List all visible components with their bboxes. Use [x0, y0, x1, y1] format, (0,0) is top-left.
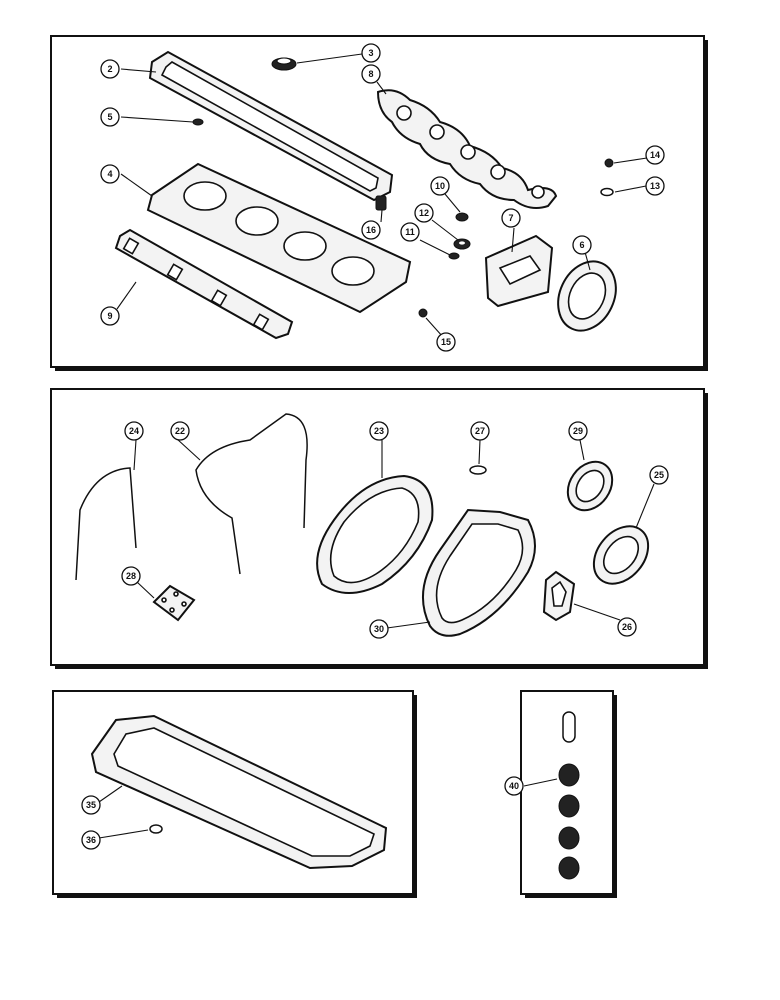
leader-lines — [98, 53, 655, 839]
callout-16-label: 16 — [366, 225, 376, 235]
callout-9: 9 — [100, 306, 120, 326]
callout-14: 14 — [645, 145, 665, 165]
callout-3-label: 3 — [368, 48, 373, 58]
callout-29-label: 29 — [573, 426, 583, 436]
small-o-ring — [469, 465, 487, 475]
callout-16: 16 — [361, 220, 381, 240]
callout-14-label: 14 — [650, 150, 660, 160]
callout-22: 22 — [170, 421, 190, 441]
valve-stem-seals — [558, 711, 580, 880]
callout-36: 36 — [81, 830, 101, 850]
exhaust-manifold-gasket — [376, 89, 558, 209]
callout-22-label: 22 — [175, 426, 185, 436]
callout-11: 11 — [400, 222, 420, 242]
callout-6-label: 6 — [579, 240, 584, 250]
callout-9-label: 9 — [107, 311, 112, 321]
callout-10-label: 10 — [435, 181, 445, 191]
callout-40-label: 40 — [509, 781, 519, 791]
callout-24-label: 24 — [129, 426, 139, 436]
intake-manifold-gasket — [114, 228, 294, 340]
callout-24: 24 — [124, 421, 144, 441]
callout-29: 29 — [568, 421, 588, 441]
callout-13-label: 13 — [650, 181, 660, 191]
front-plate-gasket — [316, 474, 434, 594]
cylinder-head-gasket — [146, 162, 412, 314]
small-seal — [418, 308, 428, 318]
callout-27-label: 27 — [475, 426, 485, 436]
callout-36-label: 36 — [86, 835, 96, 845]
round-gasket-25 — [592, 525, 650, 585]
callout-15-label: 15 — [441, 337, 451, 347]
water-outlet-gasket — [484, 234, 554, 308]
callout-12-label: 12 — [419, 208, 429, 218]
callout-12: 12 — [414, 203, 434, 223]
grommet — [271, 57, 297, 71]
callout-3: 3 — [361, 43, 381, 63]
callout-35: 35 — [81, 795, 101, 815]
callout-2: 2 — [100, 59, 120, 79]
callout-8-label: 8 — [368, 69, 373, 79]
callout-26: 26 — [617, 617, 637, 637]
callout-8: 8 — [361, 64, 381, 84]
callout-7-label: 7 — [508, 213, 513, 223]
callout-4-label: 4 — [107, 169, 112, 179]
callout-25-label: 25 — [654, 470, 664, 480]
callout-5-label: 5 — [107, 112, 112, 122]
washer-12 — [453, 238, 471, 250]
rocker-cover-gasket — [148, 50, 394, 202]
callout-11-label: 11 — [405, 227, 415, 237]
callout-15: 15 — [436, 332, 456, 352]
callout-23: 23 — [369, 421, 389, 441]
washer-10 — [455, 212, 469, 222]
callout-40: 40 — [504, 776, 524, 796]
small-washer — [192, 118, 204, 126]
round-gasket-29 — [566, 460, 614, 512]
o-ring-14 — [604, 158, 614, 168]
round-gasket — [557, 260, 617, 332]
callout-28-label: 28 — [126, 571, 136, 581]
callout-28: 28 — [121, 566, 141, 586]
callout-10: 10 — [430, 176, 450, 196]
callout-5: 5 — [100, 107, 120, 127]
water-pump-gasket — [421, 508, 536, 637]
small-plate-gasket — [542, 570, 576, 622]
callout-25: 25 — [649, 465, 669, 485]
callout-2-label: 2 — [107, 64, 112, 74]
seal — [375, 195, 387, 211]
callout-27: 27 — [470, 421, 490, 441]
callout-30-label: 30 — [374, 624, 384, 634]
timing-cover-gasket — [195, 413, 308, 575]
washer-11 — [448, 252, 460, 260]
callout-13: 13 — [645, 176, 665, 196]
callout-35-label: 35 — [86, 800, 96, 810]
square-gasket — [152, 584, 196, 622]
callout-26-label: 26 — [622, 622, 632, 632]
callout-30: 30 — [369, 619, 389, 639]
timing-cover-seal-gasket — [75, 467, 137, 581]
callout-7: 7 — [501, 208, 521, 228]
callout-4: 4 — [100, 164, 120, 184]
oil-pan-gasket — [90, 714, 388, 870]
callout-23-label: 23 — [374, 426, 384, 436]
callout-6: 6 — [572, 235, 592, 255]
oil-pan-washer — [149, 824, 163, 834]
o-ring-13 — [600, 187, 614, 197]
